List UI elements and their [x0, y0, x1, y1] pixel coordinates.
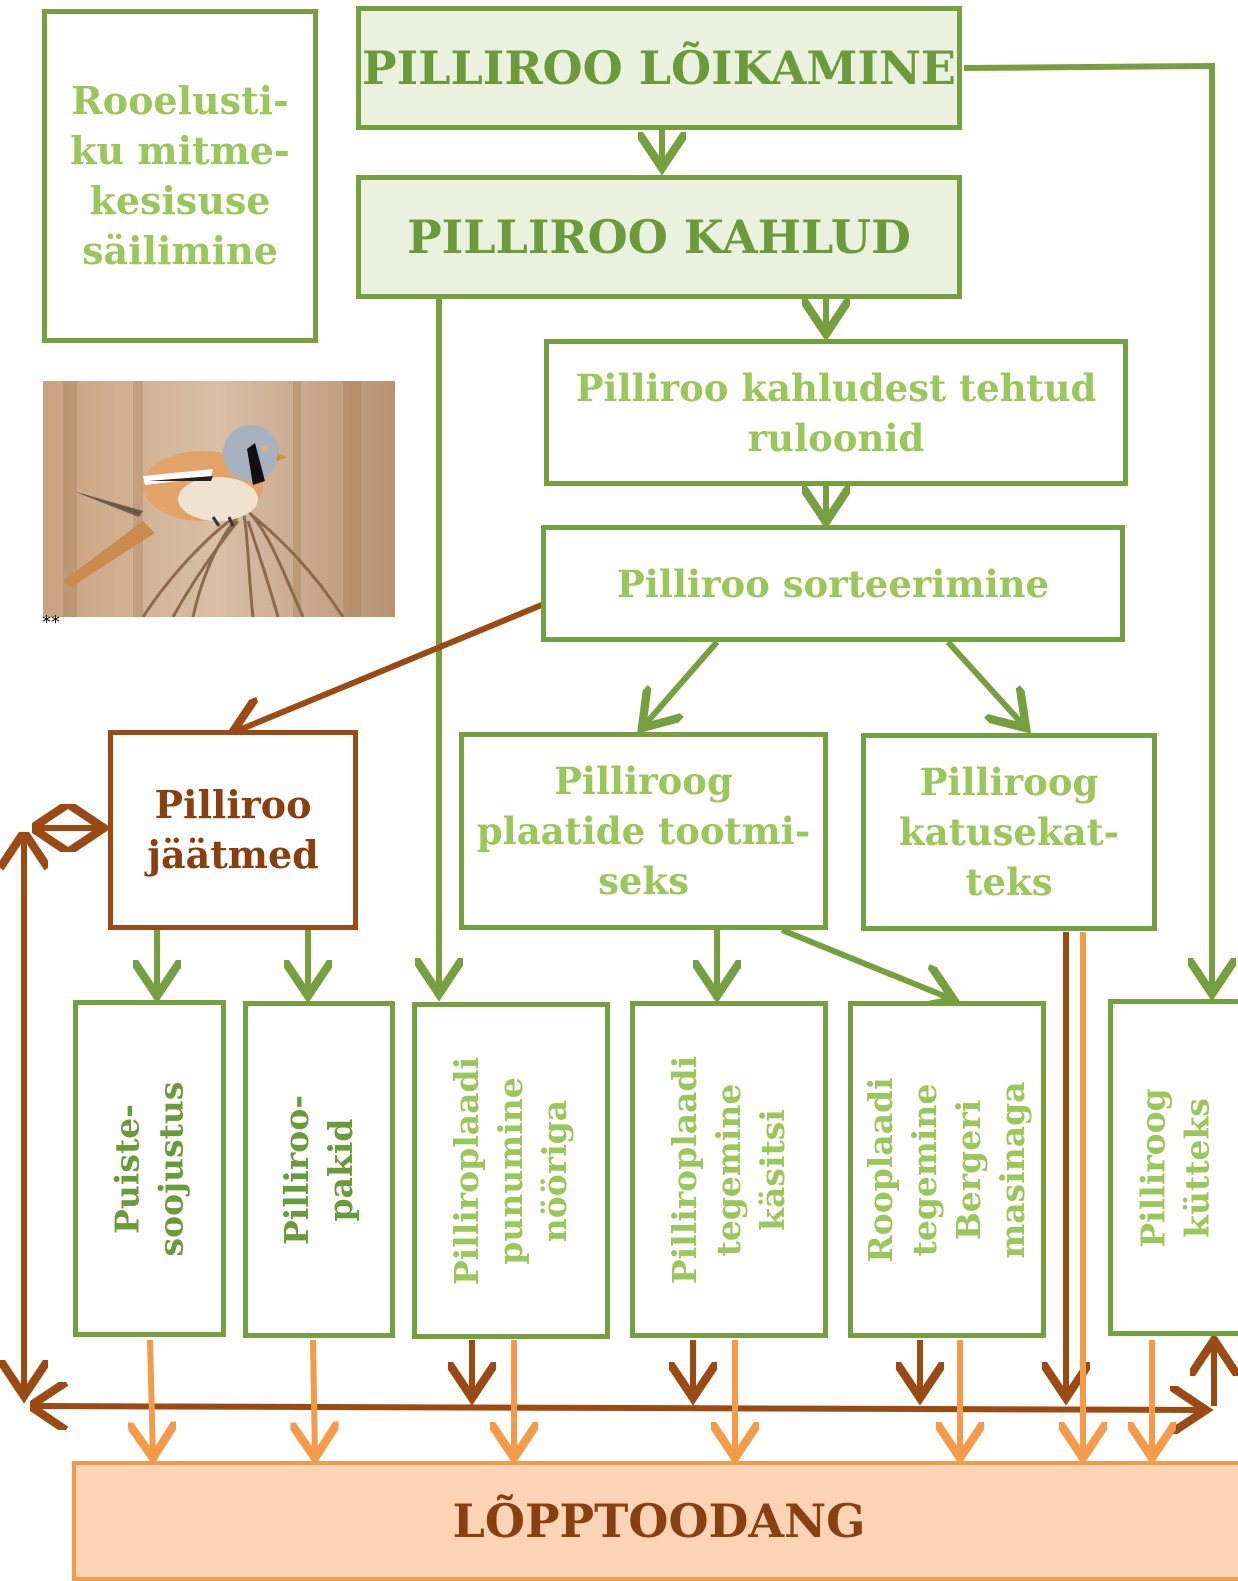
arrow-cutting-to-heating	[963, 62, 1212, 994]
arrow-packs-to-final	[313, 1339, 315, 1458]
node-board-reed: Pilliroog plaatide tootmi- seks	[459, 732, 828, 930]
node-waste: Pilliroo jäätmed	[108, 730, 358, 930]
node-roof-reed: Pilliroog katusekat- teks	[861, 733, 1157, 931]
node-roof-reed-label: Pilliroog katusekat- teks	[898, 760, 1120, 904]
node-cutting: PILLIROO LÕIKAMINE	[356, 6, 962, 130]
node-rolls: Pilliroo kahludest tehtud ruloonid	[544, 339, 1128, 486]
node-biodiversity-label: Rooelusti- ku mitme- kesisuse säilimine	[70, 78, 290, 273]
arrow-sorting-to-waste	[232, 601, 546, 733]
bearded-reedling-photo	[43, 381, 395, 617]
node-weaving-label: Pilliroplaadi punumine nööriga	[447, 1056, 574, 1285]
node-cutting-label: PILLIROO LÕIKAMINE	[362, 41, 956, 95]
node-packs: Pilliroo- pakid	[243, 1001, 395, 1338]
node-handmade: Pilliroplaadi tegemine käsitsi	[630, 1001, 828, 1338]
node-sheaves-label: PILLIROO KAHLUD	[407, 210, 911, 264]
arrow-sorting-to-board	[642, 640, 720, 728]
node-heating: Pilliroog kütteks	[1108, 999, 1238, 1336]
node-berger: Rooplaadi tegemine Bergeri masinaga	[848, 1001, 1046, 1338]
node-board-reed-label: Pilliroog plaatide tootmi- seks	[476, 759, 811, 903]
node-rolls-label: Pilliroo kahludest tehtud ruloonid	[575, 365, 1097, 460]
photo-credit: **	[42, 612, 60, 633]
node-sorting-label: Pilliroo sorteerimine	[616, 561, 1050, 606]
node-waste-label: Pilliroo jäätmed	[147, 782, 319, 877]
node-weaving: Pilliroplaadi punumine nööriga	[412, 1002, 610, 1339]
node-packs-label: Pilliroo- pakid	[277, 1094, 361, 1245]
arrow-insulation-to-final	[150, 1339, 153, 1458]
node-sorting: Pilliroo sorteerimine	[541, 525, 1125, 642]
arrow-bottom-bus	[30, 1406, 1206, 1410]
node-insulation: Puiste- soojustus	[73, 1000, 226, 1337]
arrow-board-to-berger	[780, 927, 954, 1000]
node-sheaves: PILLIROO KAHLUD	[356, 175, 962, 299]
node-handmade-label: Pilliroplaadi tegemine käsitsi	[665, 1055, 792, 1284]
node-final-product: LÕPPTOODANG	[72, 1461, 1238, 1581]
node-final-product-label: LÕPPTOODANG	[452, 1494, 866, 1548]
node-biodiversity: Rooelusti- ku mitme- kesisuse säilimine	[42, 9, 318, 343]
node-berger-label: Rooplaadi tegemine Bergeri masinaga	[861, 1076, 1032, 1263]
node-insulation-label: Puiste- soojustus	[107, 1081, 191, 1256]
arrow-sorting-to-roof	[945, 639, 1026, 728]
node-heating-label: Pilliroog kütteks	[1133, 1087, 1217, 1248]
